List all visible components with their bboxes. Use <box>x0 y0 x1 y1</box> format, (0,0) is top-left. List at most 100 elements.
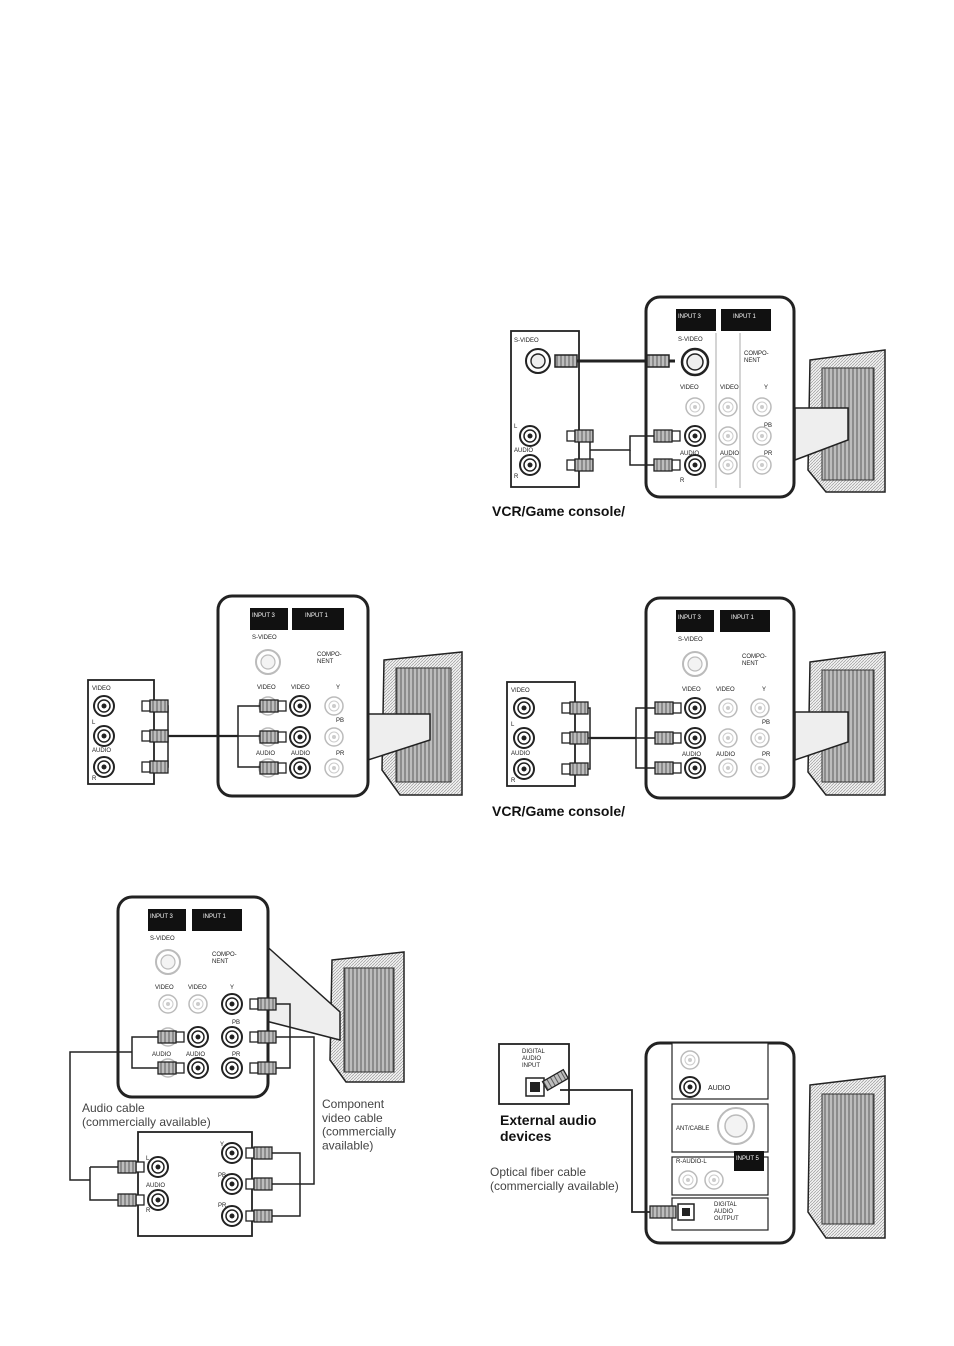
diagram-composite-right: INPUT 3 INPUT 1 S-VIDEO COMPO-NENT VIDEO… <box>492 596 886 819</box>
device-pb-label: PB <box>218 1173 226 1179</box>
device-video-label-3: VIDEO <box>511 688 530 694</box>
diagram-svideo-connection: INPUT 3 INPUT 1 S-VIDEO COMPO-NENT VIDEO… <box>492 295 886 519</box>
tv-input-panel-5: AUDIO ANT/CABLE R-AUDIO-L INPUT 5 DIGITA… <box>644 1041 796 1245</box>
device-pr-label: PR <box>218 1203 227 1209</box>
device-audio-label-2: AUDIO <box>92 748 111 754</box>
y-label-4: Y <box>230 985 234 991</box>
y-label-2: Y <box>336 685 340 691</box>
tv-side-view-2 <box>367 651 463 796</box>
r-audio-l-label: R-AUDIO-L <box>676 1159 707 1165</box>
audio-r-jack-2[interactable] <box>289 757 311 779</box>
audio-r-jack[interactable] <box>684 454 706 476</box>
input1-label: INPUT 1 <box>733 314 757 320</box>
caption-vcr-game-console-2: VCR/Game console/ <box>492 803 625 819</box>
video-label-8: VIDEO <box>188 985 207 991</box>
device-svideo-jack[interactable] <box>525 348 551 374</box>
device-audio-label: AUDIO <box>514 448 533 454</box>
optical-fiber-cable <box>560 1089 666 1213</box>
ant-cable-label: ANT/CABLE <box>676 1126 709 1132</box>
device-r-label-2: R <box>92 776 97 782</box>
device-audio-label-3: AUDIO <box>511 751 530 757</box>
audio-l-jack-3[interactable] <box>684 727 706 749</box>
video-label-4: VIDEO <box>291 685 310 691</box>
video-label-5: VIDEO <box>682 687 701 693</box>
pr-label-2: PR <box>336 751 345 757</box>
caption-audio-cable: Audio cable(commercially available) <box>82 1101 211 1129</box>
video-label-7: VIDEO <box>155 985 174 991</box>
pr-label-3: PR <box>762 752 771 758</box>
audio-label-8: AUDIO <box>186 1052 205 1058</box>
device-l-label-2: L <box>92 720 96 726</box>
diagram-optical-connection: AUDIO ANT/CABLE R-AUDIO-L INPUT 5 DIGITA… <box>490 1041 886 1245</box>
tv-side-view <box>794 349 886 493</box>
audio-label-4: AUDIO <box>291 751 310 757</box>
caption-vcr-game-console-1: VCR/Game console/ <box>492 503 625 519</box>
svideo-label: S-VIDEO <box>678 337 703 343</box>
svideo-label-3: S-VIDEO <box>678 637 703 643</box>
tv-input-panel: INPUT 3 INPUT 1 S-VIDEO COMPO-NENT VIDEO… <box>644 295 796 499</box>
video-label-6: VIDEO <box>716 687 735 693</box>
input1-label-2: INPUT 1 <box>305 613 329 619</box>
component-y-jack[interactable] <box>221 993 243 1015</box>
device-l-label-4: L <box>146 1156 150 1162</box>
audio-l-jack[interactable] <box>684 425 706 447</box>
audio-r-jack-3[interactable] <box>684 757 706 779</box>
component-device: L AUDIO R Y PB PR <box>137 1131 253 1237</box>
input3-label-2: INPUT 3 <box>252 613 276 619</box>
input1-label-4: INPUT 1 <box>203 914 227 920</box>
tv-input-panel-2: INPUT 3 INPUT 1 S-VIDEO COMPO-NENT VIDEO… <box>216 594 370 798</box>
video-jack-3[interactable] <box>684 697 706 719</box>
component-label-3: COMPO-NENT <box>742 654 767 667</box>
r-label: R <box>680 478 685 484</box>
pb-label-3: PB <box>762 720 770 726</box>
device-video-label: VIDEO <box>92 686 111 692</box>
device-r-label: R <box>514 474 519 480</box>
component-label-2: COMPO-NENT <box>317 652 342 665</box>
device-audio-label-4: AUDIO <box>146 1183 165 1189</box>
video-jack[interactable] <box>289 695 311 717</box>
audio-l-jack-2[interactable] <box>289 726 311 748</box>
svideo-jack[interactable] <box>680 347 710 377</box>
tv-side-view-4 <box>261 940 405 1083</box>
component-label-4: COMPO-NENT <box>212 952 237 965</box>
audio-l-jack-4[interactable] <box>187 1026 209 1048</box>
diagram-component-connection: INPUT 3 INPUT 1 S-VIDEO COMPO-NENT VIDEO… <box>69 895 405 1237</box>
video-label-2: VIDEO <box>720 385 739 391</box>
input1-label-3: INPUT 1 <box>731 615 755 621</box>
audio-label: AUDIO <box>680 451 699 457</box>
audio-label-7: AUDIO <box>152 1052 171 1058</box>
svideo-label-4: S-VIDEO <box>150 936 175 942</box>
input3-label-3: INPUT 3 <box>678 615 702 621</box>
audio-label-2: AUDIO <box>720 451 739 457</box>
component-label: COMPO-NENT <box>744 351 769 364</box>
diagram-composite-left: INPUT 3 INPUT 1 S-VIDEO COMPO-NENT VIDEO… <box>87 594 463 798</box>
audio-label-3: AUDIO <box>256 751 275 757</box>
audio-label-6: AUDIO <box>716 752 735 758</box>
audio-label-5: AUDIO <box>682 752 701 758</box>
device-l-label: L <box>514 424 518 430</box>
tv-input-panel-4: INPUT 3 INPUT 1 S-VIDEO COMPO-NENT VIDEO… <box>116 895 270 1099</box>
device-svideo-label: S-VIDEO <box>514 338 539 344</box>
pr-label: PR <box>764 451 773 457</box>
pb-label-2: PB <box>336 718 344 724</box>
video-label: VIDEO <box>680 385 699 391</box>
device-y-label: Y <box>220 1142 224 1148</box>
pb-label: PB <box>764 423 772 429</box>
component-pr-jack[interactable] <box>221 1057 243 1079</box>
audio-label-9: AUDIO <box>708 1085 731 1092</box>
input3-label-4: INPUT 3 <box>150 914 174 920</box>
y-label: Y <box>764 385 768 391</box>
caption-optical-cable: Optical fiber cable(commercially availab… <box>490 1165 619 1193</box>
audio-r-jack-4[interactable] <box>187 1057 209 1079</box>
device-r-label-4: R <box>146 1208 151 1214</box>
y-label-3: Y <box>762 687 766 693</box>
tv-side-view-3 <box>794 651 886 796</box>
video-label-3: VIDEO <box>257 685 276 691</box>
device-r-label-3: R <box>511 778 516 784</box>
input5-label: INPUT 5 <box>736 1156 760 1162</box>
component-pb-jack[interactable] <box>221 1026 243 1048</box>
